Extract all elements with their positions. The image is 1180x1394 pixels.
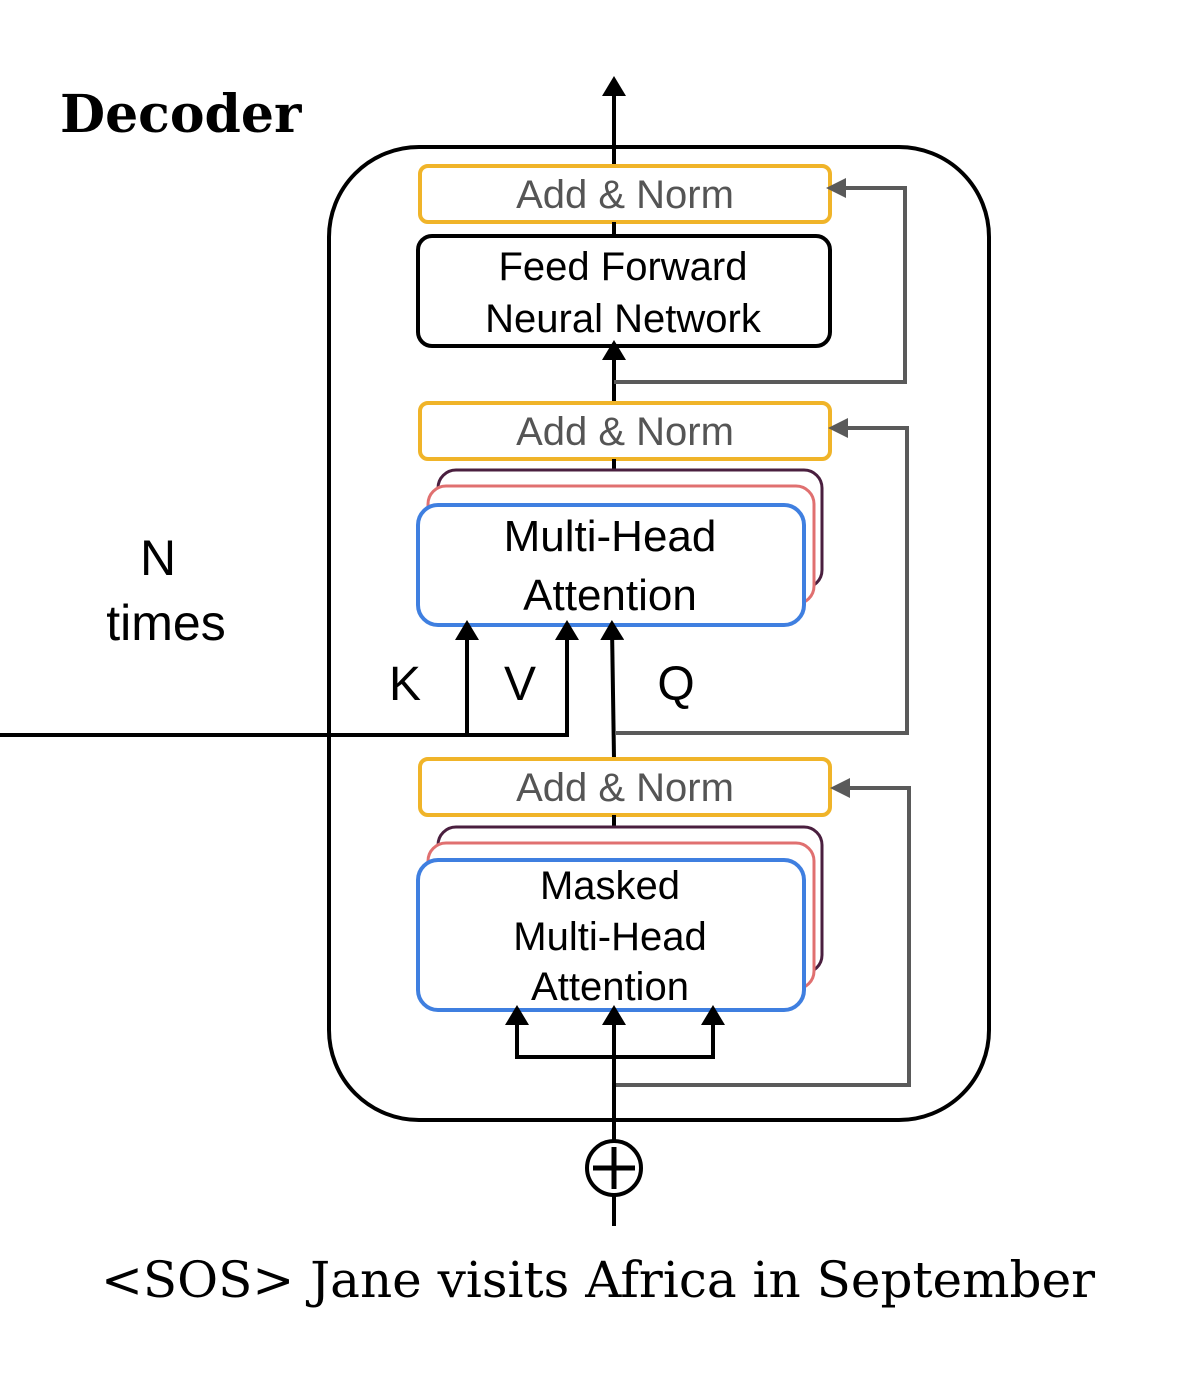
cross-attention-line1: Multi-Head <box>504 512 717 561</box>
diagram-title: Decoder <box>60 84 302 145</box>
repeat-label-n: N <box>140 530 176 586</box>
feed-forward-line2: Neural Network <box>485 297 762 341</box>
residual-masked-attention <box>616 778 911 1087</box>
residual-cross-attention <box>616 418 909 735</box>
masked-attention-line2: Multi-Head <box>513 915 706 959</box>
feed-forward-line1: Feed Forward <box>499 245 748 289</box>
q-label: Q <box>657 658 694 711</box>
add-norm-middle-label: Add & Norm <box>516 410 734 454</box>
cross-attention-line2: Attention <box>523 571 697 620</box>
repeat-label-times: times <box>106 595 225 651</box>
plus-circle-icon <box>585 1139 643 1197</box>
masked-attention-line1: Masked <box>540 864 680 908</box>
decoder-container <box>327 145 991 1122</box>
masked-attention-line3: Attention <box>531 965 689 1009</box>
input-sequence: <SOS> Jane visits Africa in September <box>101 1251 1095 1309</box>
residual-ff <box>614 178 907 384</box>
k-label: K <box>389 658 421 711</box>
add-norm-bottom-label: Add & Norm <box>516 766 734 810</box>
add-norm-top-label: Add & Norm <box>516 173 734 217</box>
q-arrow <box>600 620 625 759</box>
v-label: V <box>504 658 536 711</box>
